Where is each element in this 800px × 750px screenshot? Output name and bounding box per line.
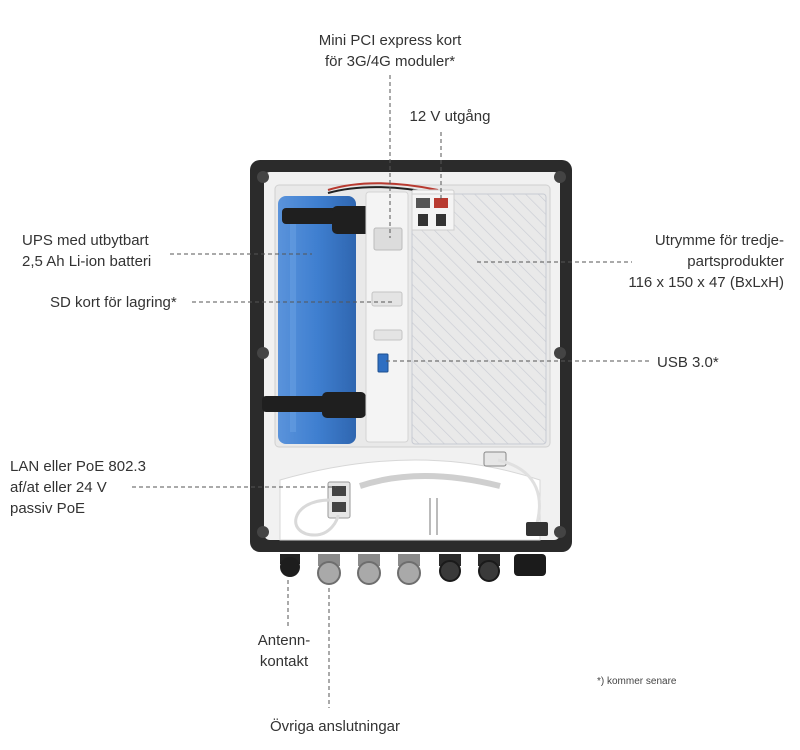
label-lan-poe: LAN eller PoE 802.3 af/at eller 24 V pas… [10, 458, 146, 517]
sd-slot [371, 291, 403, 307]
leader-lines [132, 75, 652, 708]
label-third-party-space: Utrymme för tredje- partsprodukter 116 x… [628, 232, 784, 291]
label-mini-pci: Mini PCI express kort för 3G/4G moduler* [318, 32, 462, 70]
battery-pack [262, 196, 372, 444]
mini-pci-slot [373, 227, 403, 251]
footnote: *) kommer senare [597, 676, 677, 687]
middle-column [365, 191, 409, 443]
label-other-connections: Övriga anslutningar [269, 718, 401, 735]
third-party-space [411, 193, 547, 445]
label-usb: USB 3.0* [657, 354, 719, 371]
usb-port [377, 353, 389, 373]
label-antenna: Antenn- kontakt [257, 632, 311, 670]
label-ups: UPS med utbytbart 2,5 Ah Li-ion batteri [22, 232, 152, 270]
lower-compartment [279, 451, 548, 541]
label-12v-output: 12 V utgång [409, 108, 491, 125]
bottom-connectors [280, 554, 546, 585]
label-sd-card: SD kort för lagring* [50, 294, 177, 311]
